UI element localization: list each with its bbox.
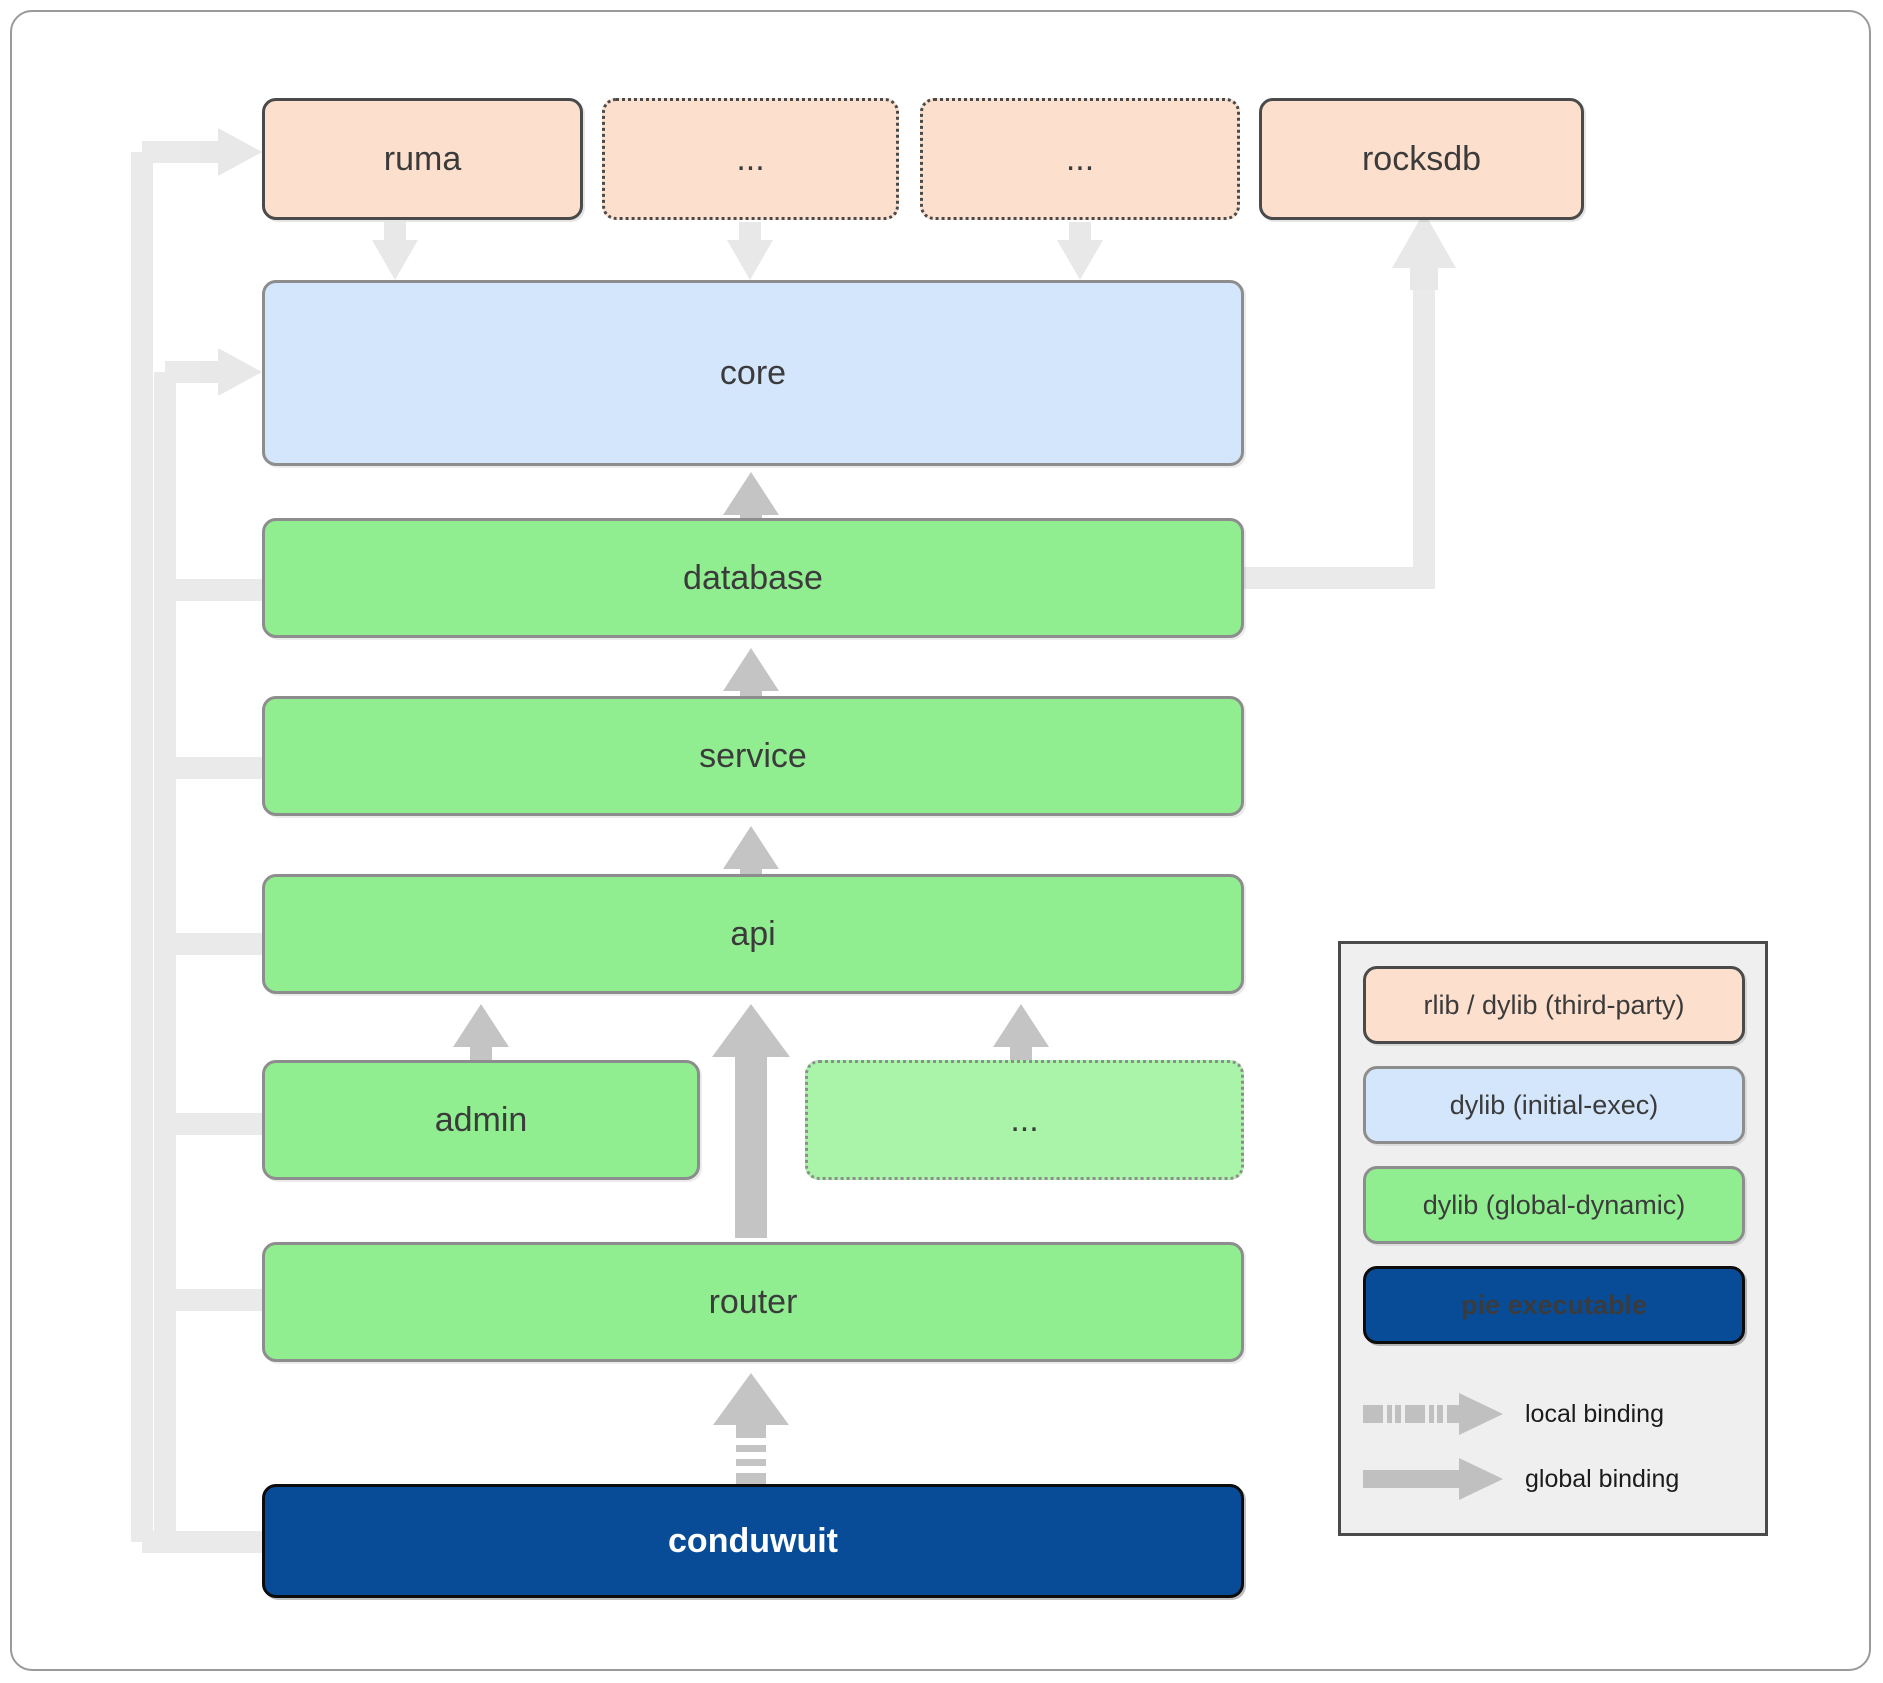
legend-chip-pie-executable: pie executable: [1363, 1266, 1745, 1344]
legend-chip-rlib-dylib-third-party: rlib / dylib (third-party): [1363, 966, 1745, 1044]
node-ellipsis-crate[interactable]: ...: [805, 1060, 1244, 1180]
legend-chip-dylib-initial-exec: dylib (initial-exec): [1363, 1066, 1745, 1144]
node-router[interactable]: router: [262, 1242, 1244, 1362]
legend-chip-pie-executable-label: pie executable: [1460, 1289, 1648, 1320]
node-core-label: core: [719, 353, 787, 392]
node-ellipsis-third-party-1-label: ...: [736, 139, 765, 178]
node-conduwuit[interactable]: conduwuit: [262, 1484, 1244, 1598]
global-binding-arrow-icon: [1363, 1458, 1503, 1500]
node-ellipsis-third-party-2-label: ...: [1065, 139, 1095, 178]
node-ruma-label: ruma: [383, 139, 462, 178]
legend-chip-rlib-dylib-third-party-label: rlib / dylib (third-party): [1423, 989, 1685, 1020]
node-database-label: database: [683, 558, 823, 597]
legend-chip-dylib-global-dynamic: dylib (global-dynamic): [1363, 1166, 1745, 1244]
node-database[interactable]: database: [262, 518, 1244, 638]
node-service[interactable]: service: [262, 696, 1244, 816]
node-conduwuit-label: conduwuit: [668, 1521, 838, 1560]
node-service-label: service: [699, 736, 807, 775]
node-api[interactable]: api: [262, 874, 1244, 994]
legend-row-local-binding: local binding: [1363, 1384, 1753, 1444]
node-rocksdb[interactable]: rocksdb: [1259, 98, 1584, 220]
node-ellipsis-third-party-1[interactable]: ...: [602, 98, 899, 220]
legend-chip-dylib-initial-exec-label: dylib (initial-exec): [1449, 1089, 1659, 1120]
legend-chip-dylib-global-dynamic-label: dylib (global-dynamic): [1422, 1189, 1686, 1220]
legend-row-global-binding: global binding: [1363, 1449, 1753, 1509]
legend-panel: rlib / dylib (third-party) dylib (initia…: [1338, 941, 1768, 1536]
node-ellipsis-crate-label: ...: [1010, 1100, 1039, 1139]
node-ellipsis-third-party-2[interactable]: ...: [920, 98, 1240, 220]
node-admin[interactable]: admin: [262, 1060, 700, 1180]
legend-global-binding-label: global binding: [1525, 1464, 1680, 1493]
node-ruma[interactable]: ruma: [262, 98, 583, 220]
legend-local-binding-label: local binding: [1525, 1399, 1664, 1428]
node-router-label: router: [708, 1282, 798, 1321]
node-core[interactable]: core: [262, 280, 1244, 466]
node-admin-label: admin: [434, 1100, 528, 1139]
node-api-label: api: [730, 914, 776, 953]
node-rocksdb-label: rocksdb: [1361, 139, 1482, 178]
local-binding-arrow-icon: [1363, 1393, 1503, 1435]
